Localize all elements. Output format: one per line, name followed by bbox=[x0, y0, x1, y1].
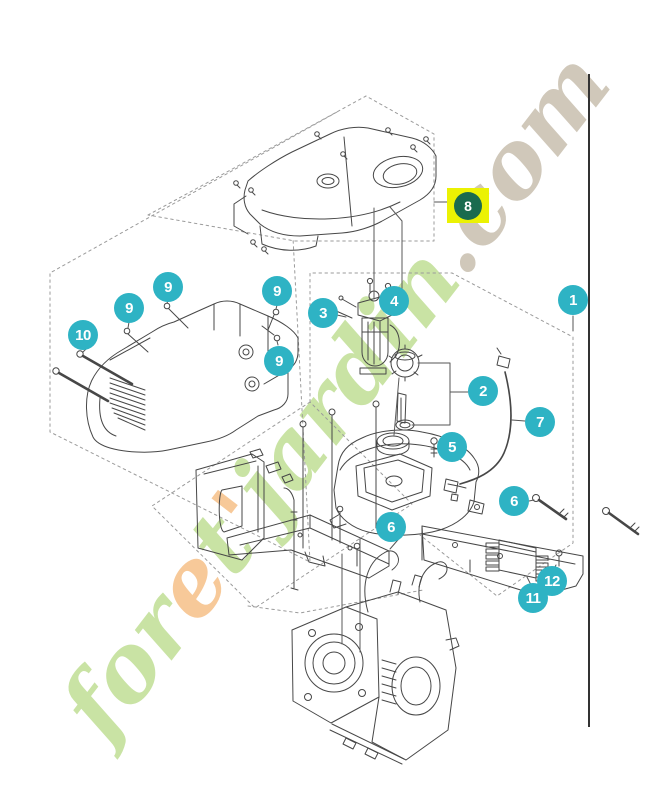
mounting-bar-drawing bbox=[226, 505, 390, 579]
panel-screws bbox=[52, 302, 281, 403]
callout-5[interactable]: 5 bbox=[437, 432, 467, 462]
callout-9-a[interactable]: 9 bbox=[114, 293, 144, 323]
callout-8[interactable]: 8 bbox=[454, 191, 482, 220]
callout-2[interactable]: 2 bbox=[468, 376, 498, 406]
fuel-line-drawing bbox=[443, 347, 512, 502]
callout-9-b[interactable]: 9 bbox=[153, 272, 183, 302]
side-panel-drawing bbox=[86, 300, 299, 453]
callout-1[interactable]: 1 bbox=[558, 285, 588, 315]
vertical-divider-line bbox=[588, 74, 590, 727]
callout-4[interactable]: 4 bbox=[379, 286, 409, 316]
callout-leader-lines bbox=[82, 201, 574, 586]
callout-8-highlight[interactable]: 8 bbox=[447, 188, 489, 223]
module-screw bbox=[555, 549, 563, 567]
assembly-axis-lines bbox=[341, 206, 403, 653]
engine-block-drawing bbox=[291, 550, 460, 765]
callout-9-c[interactable]: 9 bbox=[262, 276, 292, 306]
callout-3[interactable]: 3 bbox=[308, 298, 338, 328]
callout-10[interactable]: 10 bbox=[68, 320, 98, 350]
dashed-group-boxes bbox=[49, 95, 574, 614]
callout-9-d[interactable]: 9 bbox=[264, 346, 294, 376]
tank-bolts bbox=[299, 400, 438, 549]
bracket-rail-drawing bbox=[421, 494, 640, 597]
heat-shield-drawing bbox=[195, 448, 299, 591]
engine-cover-drawing bbox=[233, 126, 437, 251]
ignition-module-drawing bbox=[485, 539, 549, 582]
callout-6-right[interactable]: 6 bbox=[499, 486, 529, 516]
rail-bolts bbox=[532, 494, 640, 536]
callout-12[interactable]: 12 bbox=[537, 566, 567, 596]
cover-screws bbox=[233, 127, 431, 255]
callout-7[interactable]: 7 bbox=[525, 407, 555, 437]
callout-6-left[interactable]: 6 bbox=[376, 512, 406, 542]
